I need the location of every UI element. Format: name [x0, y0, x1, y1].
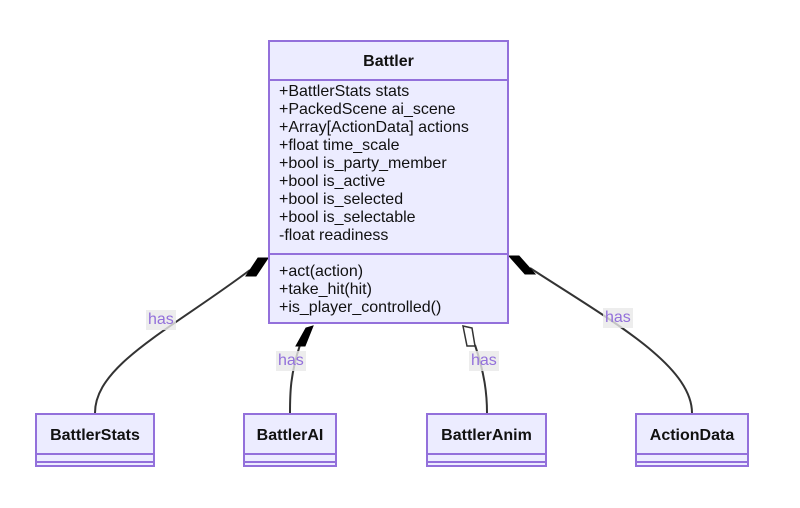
class-divider	[37, 453, 153, 455]
attribute-row: +bool is_active	[279, 173, 386, 190]
class-battler-methods: +act(action) +take_hit(hit) +is_player_c…	[270, 255, 507, 317]
attribute-row: -float readiness	[279, 227, 389, 244]
class-battler-divider-bottom	[270, 253, 507, 255]
class-divider	[637, 461, 747, 463]
attribute-row: +float time_scale	[279, 137, 400, 154]
composition-diamond-icon	[295, 325, 314, 347]
class-divider	[428, 461, 545, 463]
edge-label-anim: has	[469, 351, 499, 371]
method-row: +act(action)	[279, 263, 364, 280]
class-battleranim-title: BattlerAnim	[441, 427, 532, 444]
edge-battlerstats	[94, 269, 251, 414]
attribute-row: +BattlerStats stats	[279, 83, 410, 100]
class-battlerstats[interactable]: BattlerStats	[35, 413, 155, 467]
edge-label-actions: has	[603, 308, 633, 328]
attribute-row: +Array[ActionData] actions	[279, 119, 469, 136]
class-divider	[37, 461, 153, 463]
edge-label-ai: has	[276, 351, 306, 371]
composition-diamond-icon	[507, 255, 537, 275]
method-row: +take_hit(hit)	[279, 281, 372, 298]
class-actiondata-title: ActionData	[649, 427, 735, 444]
class-divider	[245, 453, 335, 455]
class-battler-divider-top	[270, 79, 507, 81]
attribute-row: +bool is_party_member	[279, 155, 447, 172]
edge-actiondata	[529, 267, 693, 414]
class-battlerstats-title: BattlerStats	[50, 427, 140, 444]
composition-diamond-icon	[245, 257, 269, 277]
aggregation-diamond-icon	[462, 325, 476, 347]
class-divider	[428, 453, 545, 455]
class-battlerai[interactable]: BattlerAI	[243, 413, 337, 467]
edge-label-stats: has	[146, 310, 176, 330]
class-battler-attributes: +BattlerStats stats +PackedScene ai_scen…	[270, 81, 507, 253]
class-divider	[245, 461, 335, 463]
class-battler[interactable]: Battler +BattlerStats stats +PackedScene…	[268, 40, 509, 324]
attribute-row: +bool is_selectable	[279, 209, 416, 226]
class-divider	[637, 453, 747, 455]
class-battlerai-title: BattlerAI	[256, 427, 324, 444]
class-battleranim[interactable]: BattlerAnim	[426, 413, 547, 467]
attribute-row: +PackedScene ai_scene	[279, 101, 456, 118]
attribute-row: +bool is_selected	[279, 191, 404, 208]
class-battler-title: Battler	[363, 53, 414, 70]
class-actiondata[interactable]: ActionData	[635, 413, 749, 467]
method-row: +is_player_controlled()	[279, 299, 442, 316]
